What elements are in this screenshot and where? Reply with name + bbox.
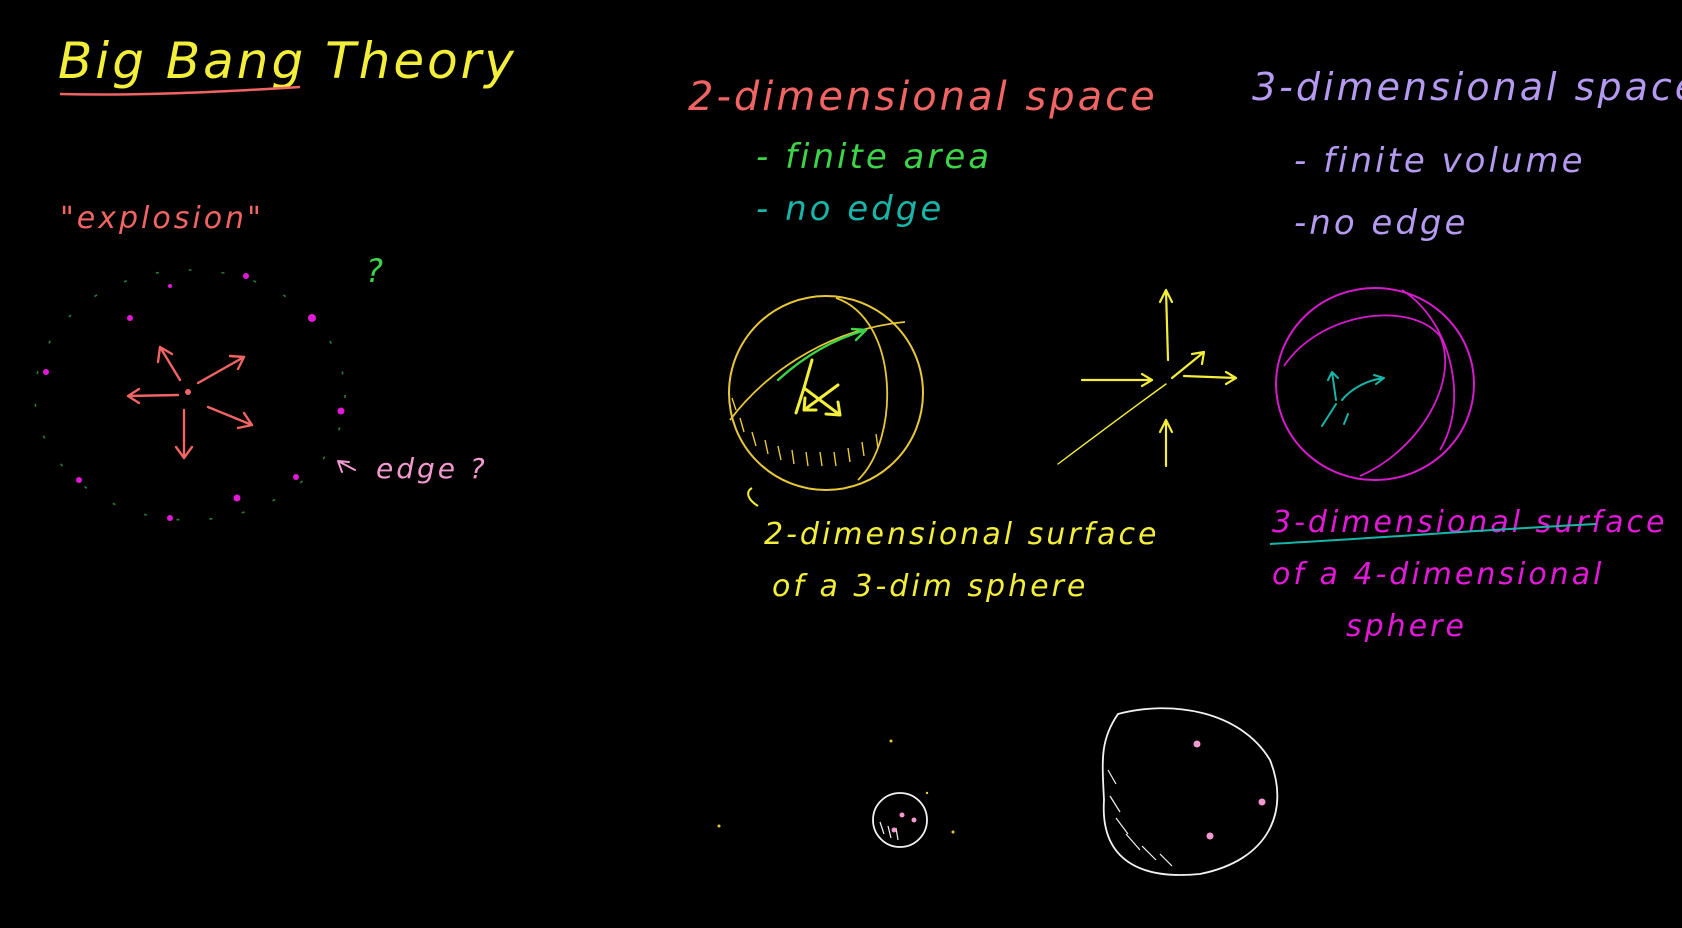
surface-2d-line2: of a 3-dim sphere: [772, 569, 1088, 604]
sphere-4d-meridian: [1401, 289, 1456, 451]
axis-left: [1080, 372, 1154, 388]
title-underline: [59, 85, 301, 96]
surface-3d-line2: of a 4-dimensional: [1272, 557, 1604, 592]
title: Big Bang Theory: [58, 32, 517, 90]
axis-long-diag: [1057, 383, 1167, 465]
universe-boundary: [34, 269, 346, 521]
sphere-shading: [731, 397, 879, 467]
sphere-outline: [728, 295, 924, 491]
surface-pointer: [747, 487, 759, 507]
matter-dots: [43, 273, 345, 521]
specks: [717, 739, 955, 834]
sphere-equator: [729, 321, 906, 421]
sphere-3d: [728, 295, 924, 507]
bullet-finite-area: - finite area: [756, 137, 992, 177]
surface-3d-line3: sphere: [1346, 609, 1467, 644]
surface-2d-line1: 2-dimensional surface: [764, 517, 1159, 552]
bullet-finite-volume: - finite volume: [1294, 141, 1586, 181]
explosion-arrows: [126, 345, 254, 460]
bullet-no-edge-3d: -no edge: [1294, 203, 1468, 243]
axis-right: [1182, 370, 1238, 386]
sphere-meridian: [835, 297, 889, 481]
sphere-4d: [1275, 287, 1475, 481]
surface-x-arrows: [794, 358, 842, 417]
small-sphere: [872, 792, 928, 848]
edge-pointer-arrow: [337, 460, 356, 473]
heading-3d-space: 3-dimensional space: [1252, 65, 1682, 109]
axis-up: [1158, 288, 1174, 362]
surface-path-arrow: [776, 327, 868, 382]
axis-down: [1158, 418, 1174, 468]
surface-3d-underline: [1269, 523, 1597, 545]
bullet-no-edge-2d: - no edge: [756, 189, 944, 229]
question-mark-top: ?: [366, 252, 386, 290]
sphere-4d-teal-arrows: [1321, 371, 1385, 427]
heading-2d-space: 2-dimensional space: [688, 74, 1158, 120]
center-point: [185, 389, 191, 395]
explosion-label: "explosion": [60, 201, 264, 236]
sphere-4d-outline: [1275, 287, 1475, 481]
axes-diagram: [1057, 288, 1238, 468]
axis-diag: [1170, 350, 1206, 380]
large-sphere: [1101, 707, 1279, 876]
sphere-4d-inner-arc: [1283, 314, 1446, 477]
explosion-diagram: [34, 269, 356, 521]
edge-label: edge ?: [376, 452, 488, 485]
surface-3d-line1: 3-dimensional surface: [1272, 505, 1667, 540]
